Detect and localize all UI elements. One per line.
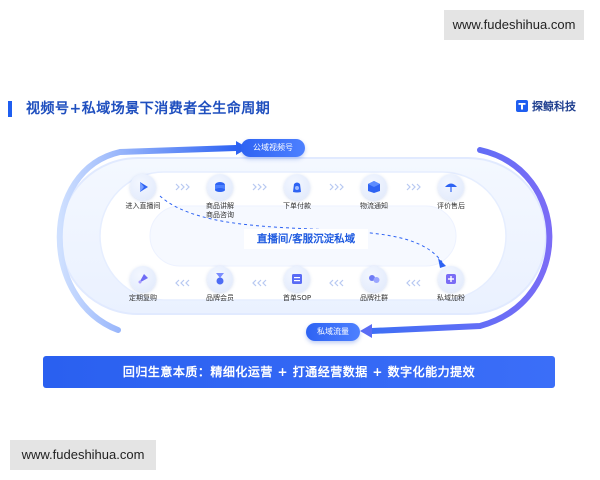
title-accent-bar [8, 101, 12, 117]
private-domain-pill: 私域流量 [306, 323, 360, 341]
chevron-icon [252, 279, 267, 287]
chevron-icon [329, 183, 344, 191]
watermark-bottom: www.fudeshihua.com [10, 440, 156, 470]
checklist-icon [292, 274, 302, 284]
node-label: 下单付款 [283, 202, 311, 210]
chevron-icon [406, 279, 421, 287]
community-icon [369, 275, 380, 283]
node-label: 品牌社群 [360, 294, 388, 302]
public-domain-pill: 公域视频号 [241, 139, 305, 157]
node-label: 首单SOP [282, 294, 312, 302]
node-first-order-sop: 首单SOP [267, 266, 327, 303]
payment-bag-icon [293, 182, 301, 193]
chevron-icon [252, 183, 267, 191]
node-private-add-fans: 私域加粉 [421, 266, 481, 303]
node-brand-member: 品牌会员 [190, 266, 250, 303]
node-order-pay: 下单付款 [267, 174, 327, 211]
center-flow-label: 直播间/客服沉淀私域 [244, 229, 368, 249]
medal-icon [216, 273, 224, 285]
umbrella-icon [445, 183, 457, 192]
page-title: 视频号+私域场景下消费者全生命周期 [26, 101, 271, 117]
node-label: 进入直播间 [125, 202, 161, 210]
node-label: 品牌会员 [206, 294, 234, 302]
rocket-icon [138, 274, 148, 284]
left-arc-arrow [56, 145, 239, 333]
top-row-chevrons [175, 183, 421, 191]
chevron-icon [329, 279, 344, 287]
node-label: 定期复购 [129, 294, 157, 302]
chevron-icon [175, 279, 190, 287]
node-label: 评价售后 [437, 202, 465, 210]
package-box-icon [368, 181, 380, 193]
node-label: 私域加粉 [437, 294, 465, 302]
brand-logo: 探鲸科技 [516, 98, 576, 114]
bottom-row-chevrons [175, 279, 421, 287]
node-enter-live: 进入直播间 [113, 174, 173, 211]
summary-banner: 回归生意本质：精细化运营 + 打通经营数据 + 数字化能力提效 [43, 356, 555, 388]
watermark-top: www.fudeshihua.com [444, 10, 584, 40]
node-repurchase: 定期复购 [113, 266, 173, 303]
live-play-icon [140, 182, 148, 192]
node-product-explain: 商品讲解 商品咨询 [190, 174, 250, 220]
right-arc-arrowhead [360, 324, 372, 338]
chevron-icon [406, 183, 421, 191]
chevron-icon [175, 183, 190, 191]
node-label: 物流通知 [360, 202, 388, 210]
dashed-flow-arrowhead [438, 258, 446, 268]
node-label: 商品讲解 商品咨询 [206, 202, 234, 219]
brand-name: 探鲸科技 [532, 100, 576, 113]
brand-mark-icon [516, 100, 528, 112]
node-review-aftersale: 评价售后 [421, 174, 481, 211]
right-arc-arrow [369, 147, 553, 334]
node-brand-community: 品牌社群 [344, 266, 404, 303]
node-logistics: 物流通知 [344, 174, 404, 211]
add-fan-icon [446, 274, 456, 284]
product-icon [215, 182, 225, 192]
